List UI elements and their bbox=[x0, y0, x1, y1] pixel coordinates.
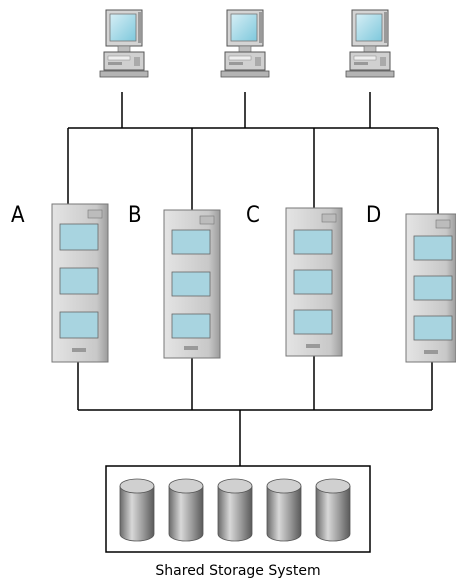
disk-cylinder-icon bbox=[119, 478, 155, 542]
desktop-computer-icon bbox=[99, 9, 149, 78]
server-label-d: D bbox=[366, 203, 381, 228]
server-tower-d bbox=[405, 213, 456, 363]
disk-cylinder-icon bbox=[266, 478, 302, 542]
server-label-b: B bbox=[128, 203, 142, 228]
disk-cylinder-icon bbox=[315, 478, 351, 542]
server-tower-c bbox=[285, 207, 343, 357]
server-label-a: A bbox=[11, 203, 25, 228]
server-tower-b bbox=[163, 209, 221, 359]
shared-storage-system bbox=[105, 465, 371, 553]
disk-cylinder-icon bbox=[168, 478, 204, 542]
disk-cylinder-icon bbox=[217, 478, 253, 542]
server-tower-icon bbox=[405, 213, 456, 363]
desktop-computer-icon bbox=[220, 9, 270, 78]
server-tower-icon bbox=[51, 203, 109, 363]
server-tower-icon bbox=[285, 207, 343, 357]
server-label-c: C bbox=[246, 203, 260, 228]
server-tower-a bbox=[51, 203, 109, 363]
storage-caption: Shared Storage System bbox=[155, 563, 320, 579]
network-lines bbox=[67, 92, 439, 466]
server-tower-icon bbox=[163, 209, 221, 359]
desktop-computer-icon bbox=[345, 9, 395, 78]
